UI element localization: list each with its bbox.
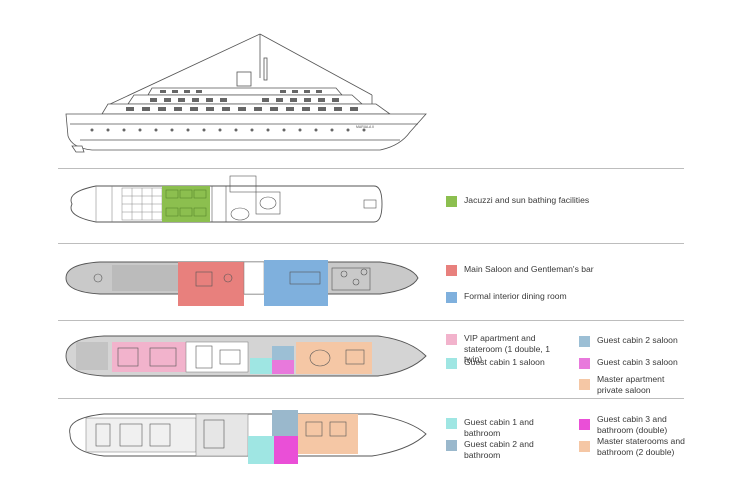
profile-windows [90,90,366,132]
legend-swatch-guest1-saloon [446,358,457,369]
legend-label-jacuzzi: Jacuzzi and sun bathing facilities [464,195,590,205]
guest-cabin-2-saloon-zone [272,346,294,360]
master-staterooms-zone [298,414,358,454]
legend-label-guest1-saloon: Guest cabin 1 saloon [464,357,545,367]
legend-label-vip: VIP apartment and stateroom (1 double, 1… [464,333,550,364]
jacuzzi-area-zone [162,186,210,222]
section-divider-4 [58,398,684,399]
guest-cabin-3-bath-zone [274,436,298,464]
legend-swatch-master-bath [579,441,590,452]
legend-label-guest3-bath: Guest cabin 3 and bathroom (double) [597,414,668,435]
legend-guest1-saloon: Guest cabin 1 saloon [446,357,570,369]
ship-name-label: MARIALA II [356,125,374,129]
legend-guest2-saloon: Guest cabin 2 saloon [579,335,691,347]
master-saloon-zone [296,342,372,374]
legend-guest3-saloon: Guest cabin 3 saloon [579,357,691,369]
legend-dining: Formal interior dining room [446,291,666,303]
deck-plan-sun-deck [70,175,383,223]
guest-cabin-1-bath-zone [248,436,274,464]
main-saloon-zone [178,262,244,306]
deck-plan-main-deck [65,260,419,306]
legend-swatch-master-saloon [579,379,590,390]
legend-guest3-bath: Guest cabin 3 and bathroom (double) [579,414,691,435]
section-divider-1 [58,168,684,169]
legend-swatch-vip [446,334,457,345]
deck-plan-lower-deck [65,335,427,377]
legend-swatch-guest2-bath [446,440,457,451]
deck-plan-cabin-deck [69,410,427,464]
vip-apartment-zone [112,342,186,372]
legend-label-guest2-bath: Guest cabin 2 and bathroom [464,439,534,460]
guest-cabin-3-saloon-zone [272,360,294,374]
legend-vip: VIP apartment and stateroom (1 double, 1… [446,333,570,365]
legend-master-bath: Master staterooms and bathroom (2 double… [579,436,691,457]
legend-label-guest3-saloon: Guest cabin 3 saloon [597,357,678,367]
legend-swatch-guest3-bath [579,419,590,430]
legend-swatch-dining [446,292,457,303]
legend-master-saloon: Master apartment private saloon [579,374,691,395]
dining-room-zone [264,260,328,306]
yacht-side-profile [65,33,427,153]
legend-label-guest2-saloon: Guest cabin 2 saloon [597,335,678,345]
section-divider-3 [58,320,684,321]
legend-label-master-bath: Master staterooms and bathroom (2 double… [597,436,685,457]
guest-cabin-1-saloon-zone [250,358,272,374]
legend-swatch-jacuzzi [446,196,457,207]
legend-label-main-saloon: Main Saloon and Gentleman's bar [464,264,594,274]
legend-swatch-main-saloon [446,265,457,276]
legend-label-guest1-bath: Guest cabin 1 and bathroom [464,417,534,438]
legend-guest1-bath: Guest cabin 1 and bathroom [446,417,570,438]
section-divider-2 [58,243,684,244]
legend-guest2-bath: Guest cabin 2 and bathroom [446,439,570,460]
legend-main-saloon: Main Saloon and Gentleman's bar [446,264,666,276]
legend-swatch-guest3-saloon [579,358,590,369]
legend-swatch-guest2-saloon [579,336,590,347]
legend-jacuzzi: Jacuzzi and sun bathing facilities [446,195,666,207]
legend-label-dining: Formal interior dining room [464,291,567,301]
legend-label-master-saloon: Master apartment private saloon [597,374,665,395]
guest-cabin-2-bath-zone [272,410,298,436]
legend-swatch-guest1-bath [446,418,457,429]
